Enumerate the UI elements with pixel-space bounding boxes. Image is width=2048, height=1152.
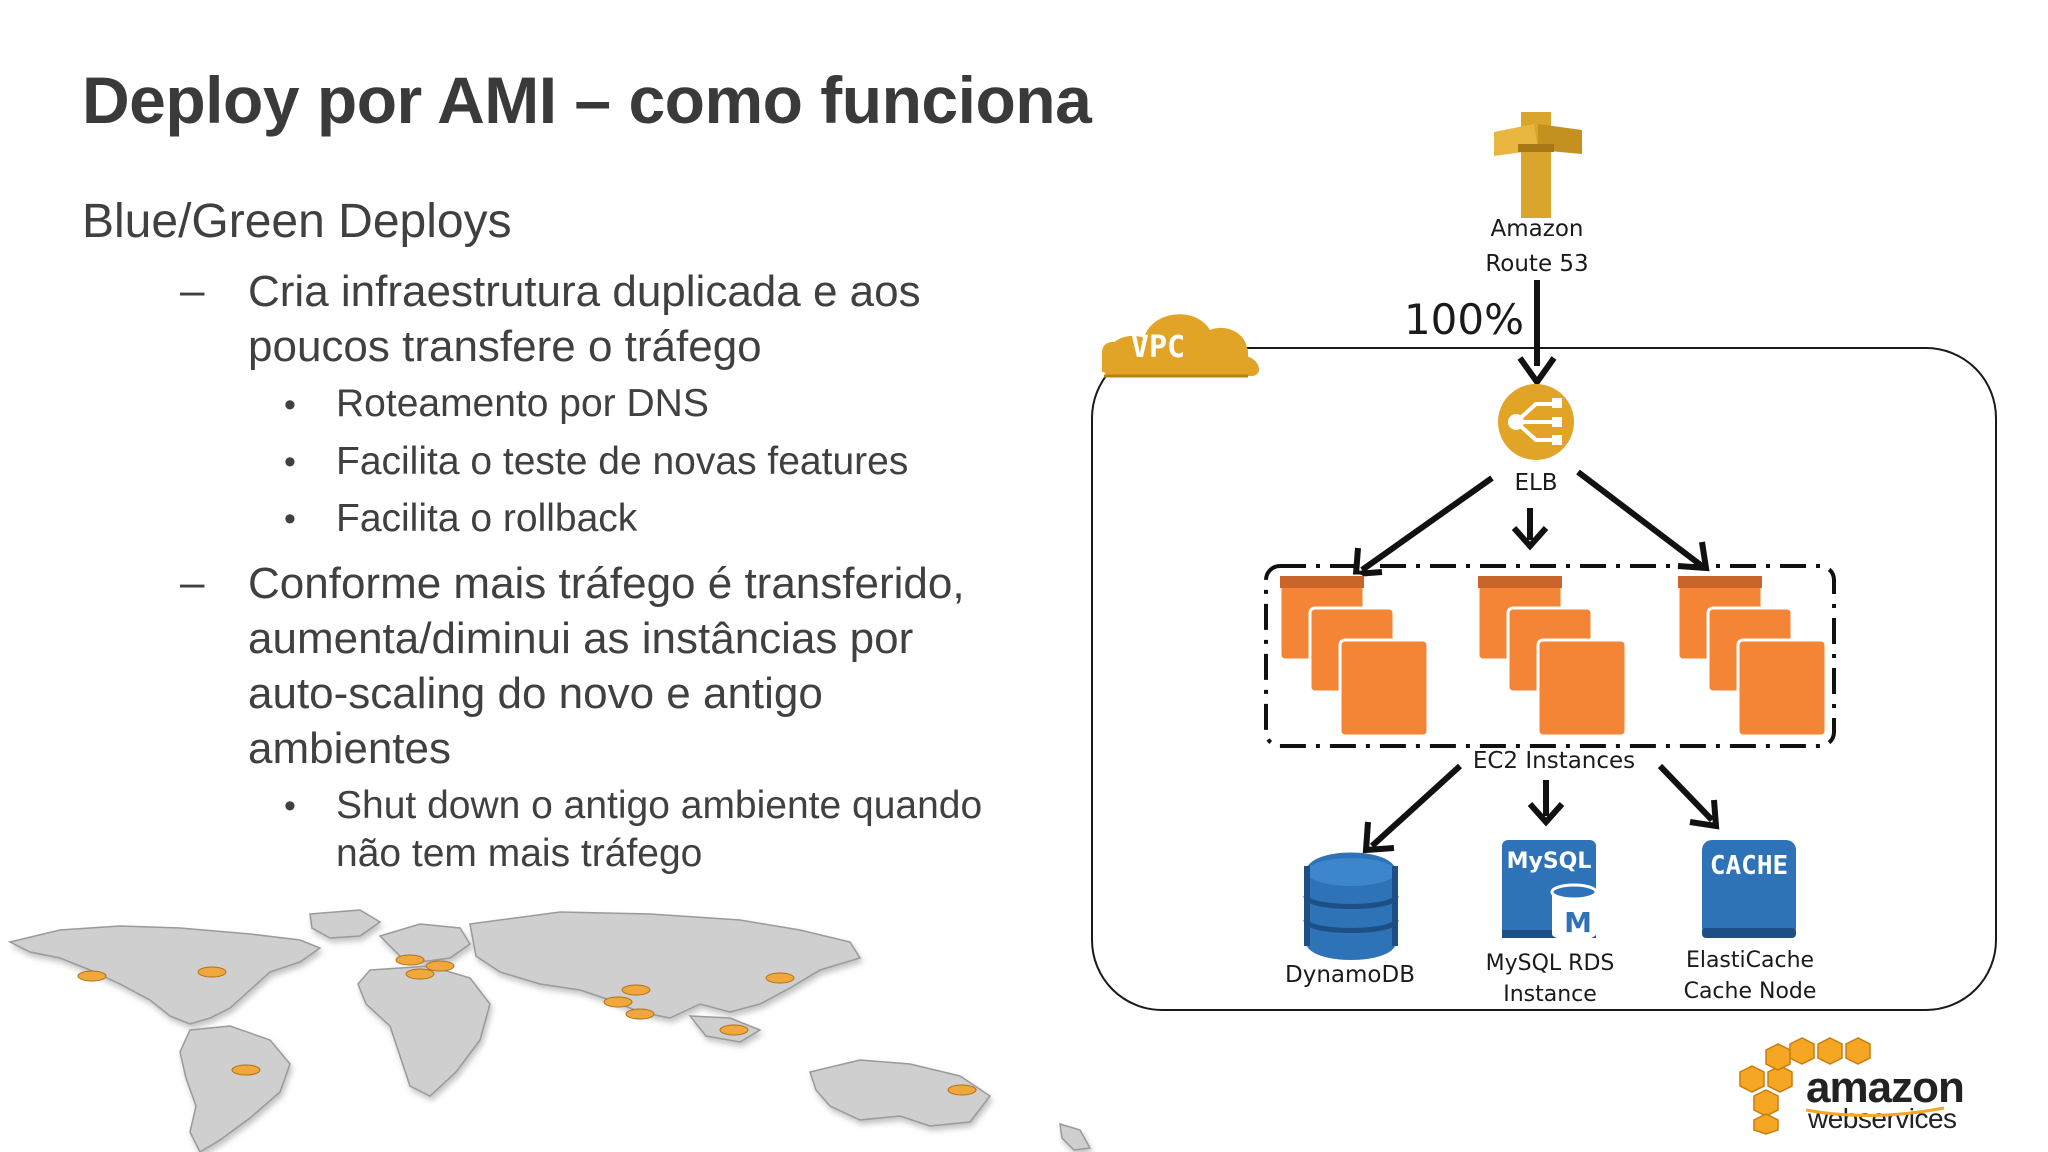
asia-shape bbox=[469, 911, 862, 1019]
vpc-label: VPC bbox=[1131, 330, 1185, 365]
cache-label-line2: Cache Node bbox=[1684, 979, 1817, 1004]
arrow-elb-ec2-right bbox=[1576, 469, 1710, 572]
region-marker bbox=[625, 1008, 655, 1020]
dynamodb-icon bbox=[1303, 852, 1399, 960]
slide-subtitle: Blue/Green Deploys bbox=[82, 195, 512, 248]
elb-label: ELB bbox=[1514, 470, 1557, 496]
arrow-route53-elb bbox=[1517, 280, 1557, 388]
subpoint-1-1: Roteamento por DNS bbox=[336, 382, 709, 425]
south-america-shape bbox=[179, 1025, 291, 1152]
cache-label-line1: ElastiCache bbox=[1686, 948, 1814, 973]
bullet-marker: • bbox=[284, 443, 296, 481]
region-marker bbox=[765, 972, 795, 984]
aws-logo-word1: amazon bbox=[1806, 1063, 1964, 1112]
point-2-line-2: aumenta/diminui as instâncias por bbox=[248, 614, 914, 663]
arrow-ec2-mysql bbox=[1527, 780, 1565, 827]
route53-icon bbox=[1494, 112, 1582, 218]
mysql-label-line1: MySQL RDS bbox=[1486, 951, 1615, 976]
cache-icon-text: CACHE bbox=[1710, 851, 1788, 881]
bullet-marker: • bbox=[284, 500, 296, 538]
arrow-elb-ec2-center bbox=[1511, 508, 1549, 551]
region-marker bbox=[425, 960, 455, 972]
mysql-icon-letter: M bbox=[1564, 906, 1592, 939]
mysql-label-line2: Instance bbox=[1503, 982, 1597, 1007]
ec2-label: EC2 Instances bbox=[1473, 748, 1635, 774]
point-1-line-1: Cria infraestrutura duplicada e aos bbox=[248, 267, 921, 316]
arrow-ec2-cache bbox=[1657, 763, 1720, 830]
dynamodb-label: DynamoDB bbox=[1285, 962, 1415, 988]
new-zealand-shape bbox=[1059, 1122, 1092, 1151]
slide-title: Deploy por AMI – como funciona bbox=[82, 63, 1092, 137]
bullet-marker: • bbox=[284, 787, 296, 825]
point-2-line-1: Conforme mais tráfego é transferido, bbox=[248, 559, 965, 608]
subpoint-2-1: Shut down o antigo ambiente quando não t… bbox=[336, 782, 982, 878]
region-marker bbox=[603, 996, 633, 1008]
ec2-instance-stack-1 bbox=[1278, 574, 1430, 738]
point-2-line-4: ambientes bbox=[248, 724, 452, 773]
route53-label-line1: Amazon bbox=[1491, 216, 1584, 242]
australia-shape bbox=[809, 1059, 992, 1127]
dash-marker: – bbox=[180, 266, 205, 315]
world-map bbox=[7, 909, 1092, 1152]
arrow-ec2-dynamodb bbox=[1362, 763, 1463, 854]
aws-logo-icon bbox=[1739, 1037, 1871, 1135]
mysql-rds-icon bbox=[1502, 840, 1598, 940]
mysql-icon-text: MySQL bbox=[1507, 849, 1592, 874]
region-marker bbox=[719, 1024, 749, 1036]
arrow-elb-ec2-left bbox=[1352, 475, 1494, 578]
region-marker bbox=[231, 1064, 261, 1076]
subpoint-2-1-line-1: Shut down o antigo ambiente quando bbox=[336, 784, 983, 827]
dash-marker: – bbox=[180, 558, 205, 607]
africa-shape bbox=[357, 965, 491, 1097]
vpc-container bbox=[1091, 347, 1997, 1011]
subpoint-1-3: Facilita o rollback bbox=[336, 497, 638, 540]
region-marker bbox=[77, 970, 107, 982]
greenland-shape bbox=[309, 909, 382, 939]
bullet-marker: • bbox=[284, 386, 296, 424]
region-marker bbox=[197, 966, 227, 978]
region-marker bbox=[395, 954, 425, 966]
aws-logo-word2: webservices bbox=[1807, 1103, 1957, 1134]
point-2: Conforme mais tráfego é transferido, aum… bbox=[248, 556, 965, 776]
region-marker bbox=[947, 1084, 977, 1096]
point-1: Cria infraestrutura duplicada e aos pouc… bbox=[248, 264, 921, 374]
region-marker bbox=[621, 984, 651, 996]
aws-smile bbox=[1805, 1106, 1945, 1117]
elasticache-icon bbox=[1702, 840, 1796, 938]
ec2-instance-stack-3 bbox=[1676, 574, 1828, 738]
ec2-group-box bbox=[1264, 564, 1836, 748]
route53-label-line2: Route 53 bbox=[1485, 251, 1588, 277]
vpc-cloud-icon bbox=[1101, 314, 1260, 378]
ec2-instance-stack-2 bbox=[1476, 574, 1628, 738]
traffic-percent-label: 100% bbox=[1404, 295, 1524, 344]
subpoint-2-1-line-2: não tem mais tráfego bbox=[336, 832, 703, 875]
elb-icon bbox=[1498, 384, 1574, 460]
point-2-line-3: auto-scaling do novo e antigo bbox=[248, 669, 823, 718]
point-1-line-2: poucos transfere o tráfego bbox=[248, 322, 762, 371]
subpoint-1-2: Facilita o teste de novas features bbox=[336, 440, 909, 483]
region-marker bbox=[405, 968, 435, 980]
